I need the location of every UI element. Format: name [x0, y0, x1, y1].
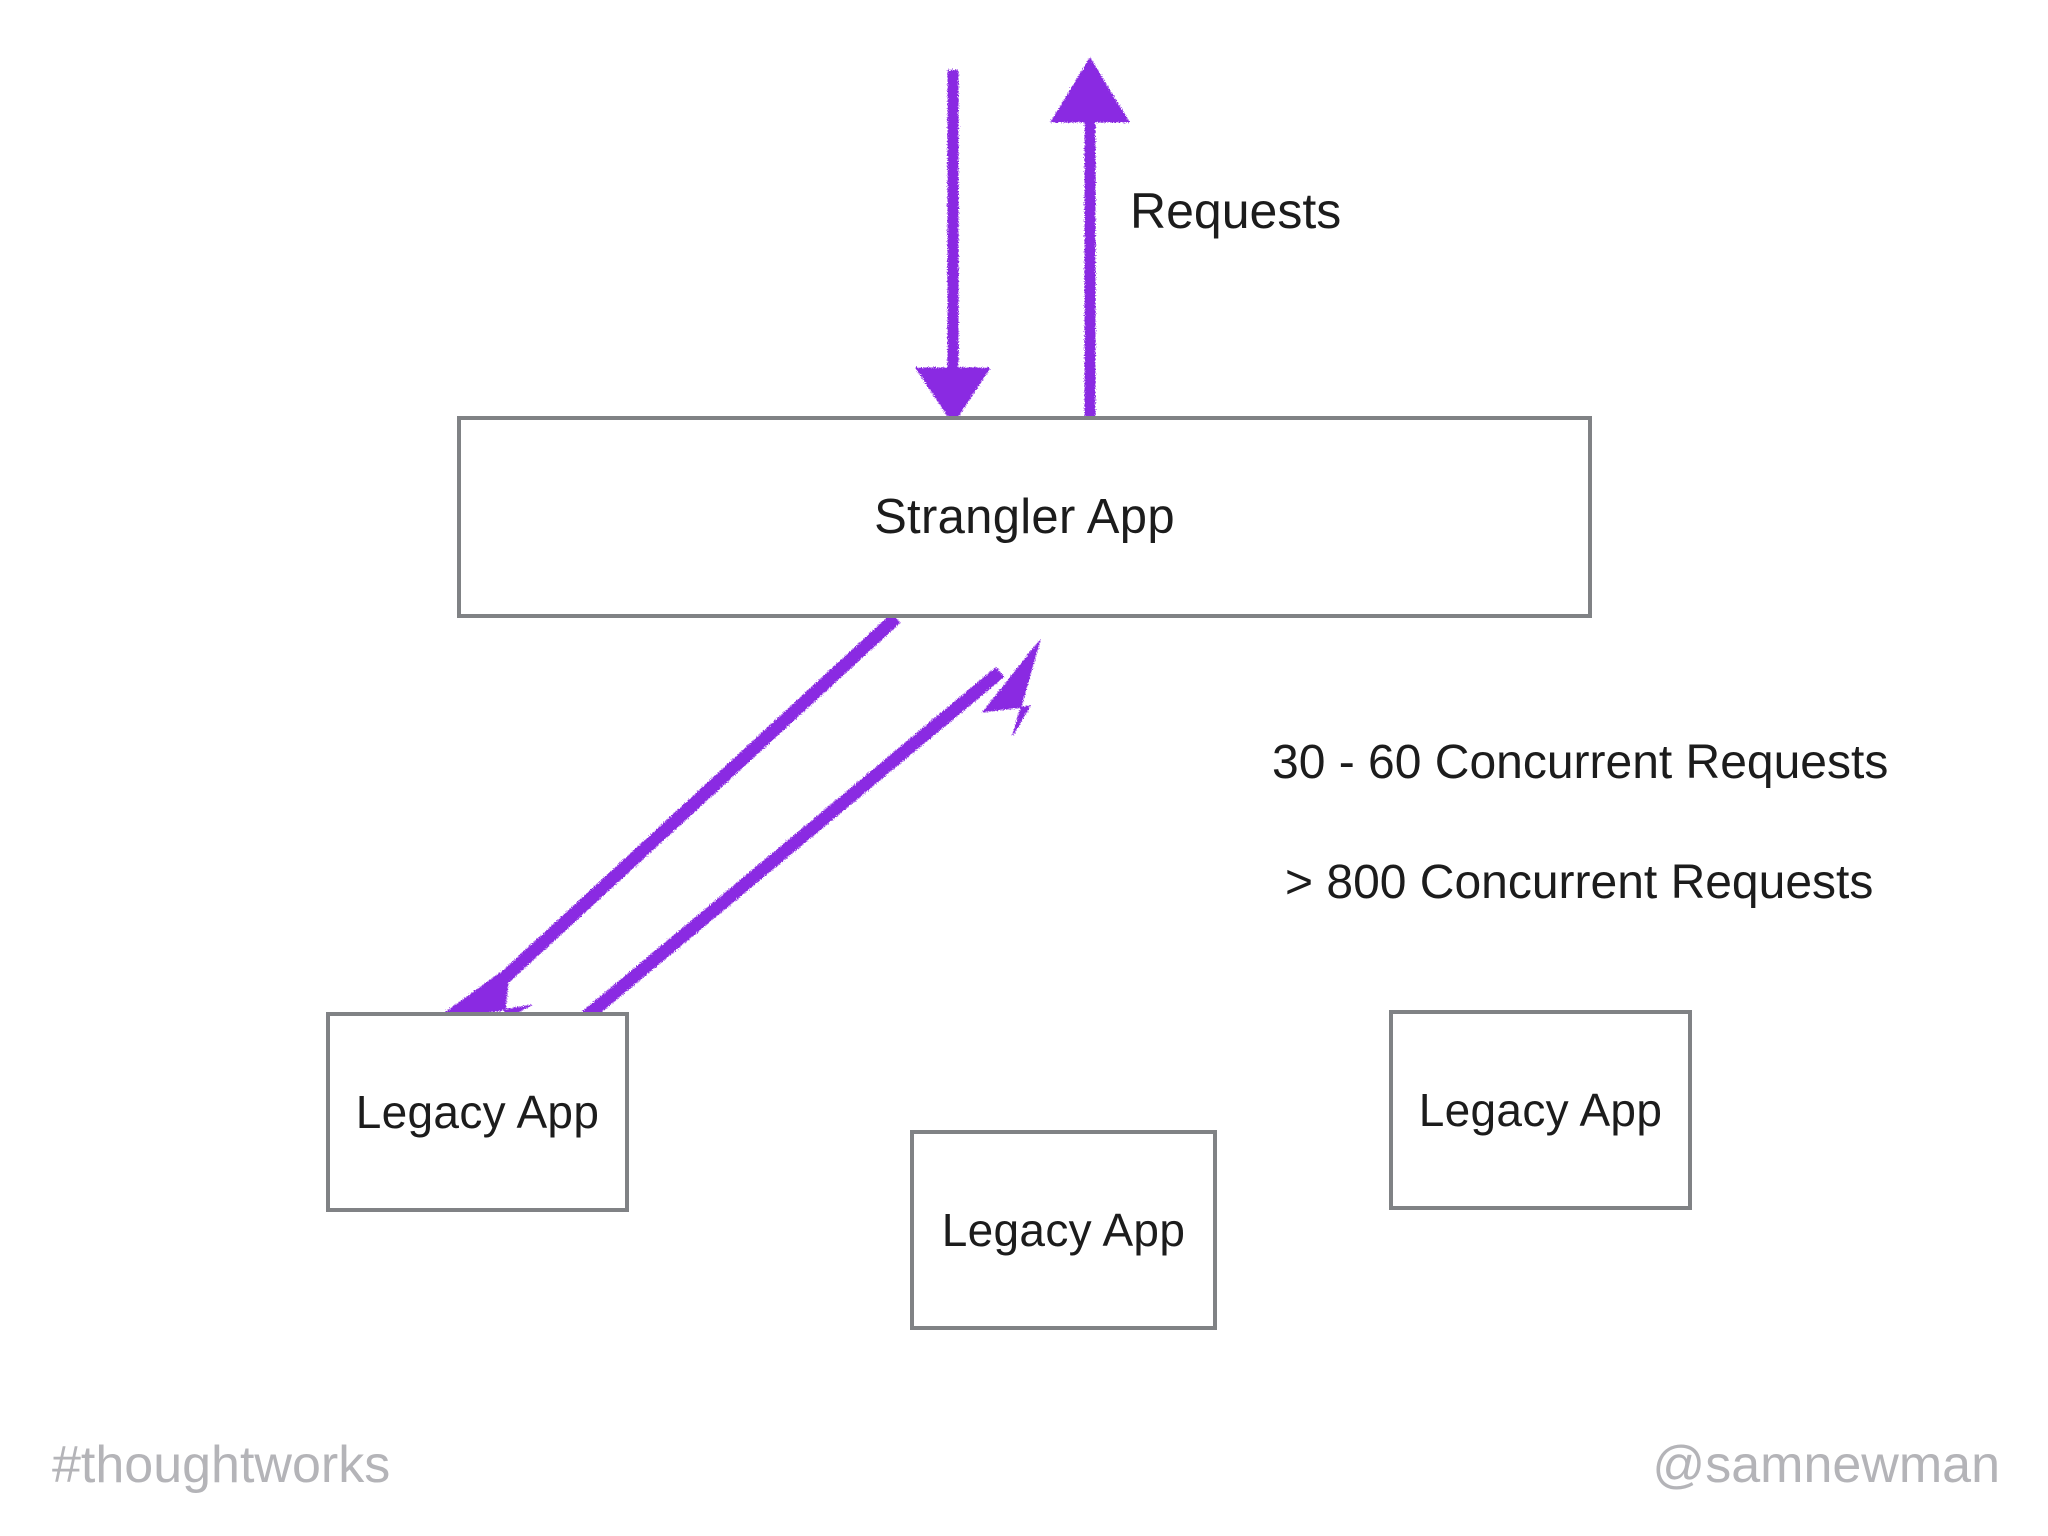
node-legacy-app-1[interactable]: Legacy App: [326, 1012, 629, 1212]
node-strangler-app[interactable]: Strangler App: [457, 416, 1592, 618]
footer-handle: @samnewman: [1652, 1436, 2000, 1494]
node-legacy-app-2[interactable]: Legacy App: [910, 1130, 1217, 1330]
node-legacy-app-1-label: Legacy App: [355, 1086, 600, 1138]
node-legacy-app-2-label: Legacy App: [941, 1204, 1186, 1256]
node-legacy-app-3[interactable]: Legacy App: [1389, 1010, 1692, 1210]
node-legacy-app-3-label: Legacy App: [1418, 1084, 1663, 1136]
node-strangler-app-label: Strangler App: [874, 490, 1175, 544]
concurrent-requests-high-label: > 800 Concurrent Requests: [1285, 856, 1874, 909]
legacy-to-strangler-arrow: [577, 639, 1041, 1025]
concurrent-requests-low-label: 30 - 60 Concurrent Requests: [1272, 736, 1889, 789]
inbound-request-arrow: [915, 70, 991, 425]
strangler-to-legacy-arrow: [431, 613, 901, 1023]
footer-hashtag: #thoughtworks: [52, 1436, 391, 1494]
requests-label: Requests: [1130, 183, 1342, 239]
outbound-response-arrow: [1050, 57, 1130, 418]
